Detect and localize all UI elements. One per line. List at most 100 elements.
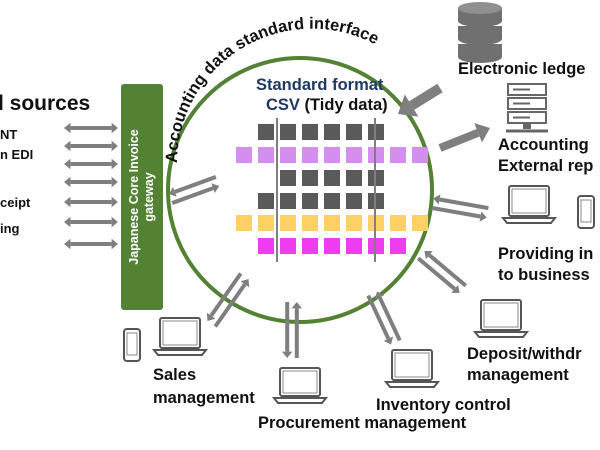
grid-cell bbox=[390, 147, 406, 163]
database-top bbox=[458, 2, 502, 14]
grid-cell bbox=[412, 215, 428, 231]
smartphone-screen bbox=[580, 199, 592, 223]
arrow-head bbox=[111, 122, 118, 134]
arrows-layer bbox=[64, 83, 490, 358]
arrow-head bbox=[64, 196, 71, 208]
grid-cell bbox=[302, 238, 318, 254]
arrow-shaft bbox=[209, 272, 243, 317]
database-icon bbox=[458, 44, 502, 63]
arrow-head bbox=[111, 158, 118, 170]
laptop-screen bbox=[394, 352, 430, 378]
grid-cell bbox=[412, 147, 428, 163]
data-grid bbox=[236, 118, 428, 262]
arrow-shaft bbox=[428, 253, 468, 288]
grid-cell bbox=[280, 193, 296, 209]
arrow-head bbox=[111, 238, 118, 250]
interface-circle bbox=[166, 56, 434, 324]
grid-cell bbox=[346, 170, 362, 186]
arrow-head bbox=[111, 176, 118, 188]
grid-cell bbox=[324, 215, 340, 231]
sales-label-line2: management bbox=[153, 389, 255, 407]
providing-label-line1: Providing in bbox=[498, 245, 594, 263]
arrow-shaft bbox=[431, 205, 481, 219]
laptop-screen bbox=[282, 370, 318, 394]
grid-cell bbox=[236, 147, 252, 163]
grid-cell bbox=[324, 124, 340, 140]
grid-cell bbox=[346, 193, 362, 209]
grid-cell bbox=[258, 147, 274, 163]
left-source-item-1: NT bbox=[0, 127, 18, 142]
arrow-shaft bbox=[366, 294, 391, 340]
arrow-head bbox=[424, 250, 433, 260]
inventory-label: Inventory control bbox=[376, 396, 511, 414]
grid-cell bbox=[390, 215, 406, 231]
grid-cell bbox=[236, 215, 252, 231]
smartphone-screen bbox=[126, 332, 138, 356]
electronic-ledger-label: Electronic ledge bbox=[458, 60, 586, 78]
arrow-head bbox=[168, 186, 177, 197]
database-icon bbox=[458, 26, 502, 45]
arrow-head bbox=[433, 194, 441, 205]
arrow-head bbox=[479, 211, 487, 222]
standard-format-csv: CSV bbox=[266, 96, 300, 114]
sales-label-line1: Sales bbox=[153, 366, 197, 384]
left-source-item-2: n EDI bbox=[0, 147, 34, 162]
grid-cell bbox=[302, 124, 318, 140]
arrow-head bbox=[291, 302, 302, 309]
arrow-shaft bbox=[171, 186, 214, 205]
grid-cell bbox=[346, 238, 362, 254]
arrow-shaft bbox=[408, 83, 443, 110]
grid-cell bbox=[324, 238, 340, 254]
procurement-label: Procurement management bbox=[258, 414, 467, 432]
standard-format-line1: Standard format bbox=[256, 76, 384, 94]
laptop-screen bbox=[162, 320, 198, 346]
arrow-shaft bbox=[213, 283, 247, 328]
grid-cell bbox=[280, 170, 296, 186]
laptop-screen bbox=[483, 302, 519, 328]
gateway-label-line2: gateway bbox=[142, 172, 156, 222]
arrow-head bbox=[398, 94, 419, 117]
laptop-base bbox=[500, 217, 558, 224]
grid-cell bbox=[302, 170, 318, 186]
core-invoice-gateway: Japanese Core Invoice gateway bbox=[121, 84, 163, 310]
arrow-shaft bbox=[174, 175, 217, 194]
grid-cell bbox=[346, 215, 362, 231]
deposit-label-line1: Deposit/withdr bbox=[467, 345, 582, 363]
grid-cell bbox=[258, 193, 274, 209]
arrow-head bbox=[111, 140, 118, 152]
laptop-screen bbox=[511, 188, 547, 214]
arrow-head bbox=[64, 158, 71, 170]
grid-cell bbox=[302, 215, 318, 231]
arrow-head bbox=[64, 122, 71, 134]
grid-cell bbox=[346, 124, 362, 140]
arrow-head bbox=[240, 278, 250, 288]
grid-cell bbox=[324, 147, 340, 163]
grid-cell bbox=[280, 215, 296, 231]
laptop-base bbox=[472, 331, 530, 338]
arrow-head bbox=[111, 216, 118, 228]
left-source-item-3: ceipt bbox=[0, 195, 31, 210]
left-source-item-4: ing bbox=[0, 221, 20, 236]
grid-cell bbox=[280, 238, 296, 254]
arrow-head bbox=[64, 216, 71, 228]
arrow-head bbox=[282, 351, 293, 358]
grid-cell bbox=[302, 193, 318, 209]
devices-layer bbox=[123, 2, 595, 404]
standard-format-line2: CSV (Tidy data) bbox=[266, 96, 388, 115]
standard-format-tidy: (Tidy data) bbox=[304, 96, 388, 114]
deposit-label-line2: management bbox=[467, 366, 569, 384]
arrow-shaft bbox=[377, 296, 402, 342]
laptop-base bbox=[383, 381, 441, 388]
grid-cell bbox=[258, 124, 274, 140]
accounting-label-line1: Accounting bbox=[498, 136, 589, 154]
arrow-head bbox=[64, 140, 71, 152]
arrow-head bbox=[451, 284, 460, 294]
left-sources-title: l sources bbox=[0, 92, 91, 115]
grid-cell bbox=[258, 215, 274, 231]
arrow-head bbox=[474, 123, 490, 143]
grid-cell bbox=[390, 238, 406, 254]
arrow-shaft bbox=[416, 256, 456, 291]
arrow-head bbox=[383, 336, 394, 345]
grid-cell bbox=[324, 193, 340, 209]
